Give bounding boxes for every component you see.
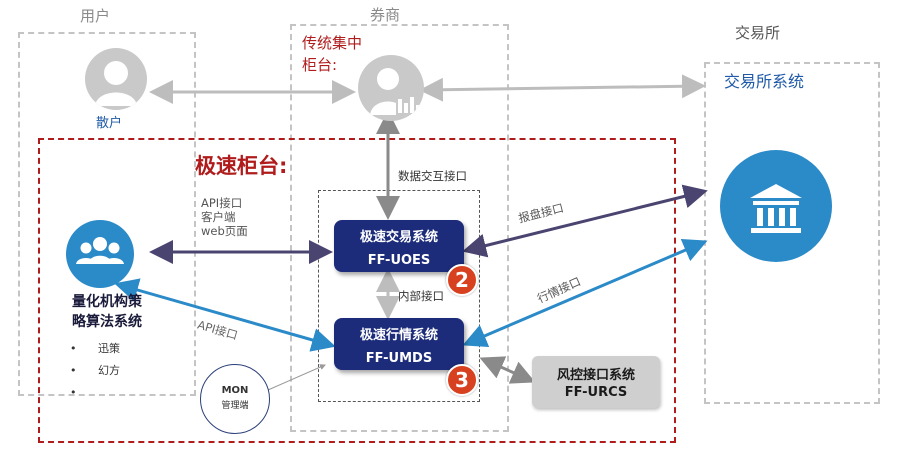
umds-badge: 3 <box>446 364 478 396</box>
quant-item: •幻方 <box>70 364 120 377</box>
mon-label: MON <box>221 385 249 396</box>
api-client-labels: API接口 客户端 web页面 <box>201 196 248 238</box>
uoes-system-box: 极速交易系统 FF-UOES <box>334 220 464 272</box>
api-label-line1: API接口 <box>201 196 243 210</box>
user-zone-label: 用户 <box>80 7 111 25</box>
quant-label: 量化机构策 略算法系统 <box>72 292 142 332</box>
quant-items: •迅策 •幻方 • <box>70 338 120 404</box>
speed-counter-title: 极速柜台: <box>195 154 288 178</box>
user-zone <box>18 32 196 396</box>
urcs-cn-label: 风控接口系统 <box>556 368 635 383</box>
quant-item: • <box>70 386 77 399</box>
mon-management-node: MON 管理端 <box>200 364 270 434</box>
exchange-zone-label: 交易所 <box>735 24 781 42</box>
exchange-system-label: 交易所系统 <box>724 72 805 91</box>
urcs-en-label: FF-URCS <box>564 385 628 400</box>
mon-arrow <box>267 364 326 391</box>
uoes-cn-label: 极速交易系统 <box>359 230 438 245</box>
traditional-counter-line1: 传统集中 <box>302 34 363 52</box>
report-interface-arrow <box>462 184 708 258</box>
uoes-badge: 2 <box>446 264 478 296</box>
broker-exchange-arrow <box>419 74 706 102</box>
person-icon <box>85 48 147 110</box>
umds-en-label: FF-UMDS <box>365 351 433 366</box>
retail-label: 散户 <box>96 116 123 131</box>
quant-label-line2: 略算法系统 <box>72 314 142 330</box>
quant-label-line1: 量化机构策 <box>72 294 142 310</box>
traditional-counter-label: 传统集中 柜台: <box>302 32 362 76</box>
internal-interface-label: 内部接口 <box>398 289 444 303</box>
bank-icon <box>720 150 832 262</box>
broker-zone-label: 券商 <box>370 6 401 24</box>
data-interface-label: 数据交互接口 <box>398 169 467 183</box>
traditional-counter-line2: 柜台: <box>302 56 338 74</box>
umds-system-box: 极速行情系统 FF-UMDS <box>334 318 464 370</box>
mon-sub-label: 管理端 <box>221 401 249 411</box>
person-chart-icon <box>358 55 424 121</box>
group-icon <box>66 220 134 288</box>
api-label-line3: web页面 <box>201 224 248 238</box>
api-quote-arrow <box>114 278 336 352</box>
quote-interface-arrow <box>462 239 708 347</box>
urcs-arrow <box>479 356 536 384</box>
urcs-system-box: 风控接口系统 FF-URCS <box>532 356 660 408</box>
quant-item: •迅策 <box>70 342 120 355</box>
uoes-en-label: FF-UOES <box>367 253 431 268</box>
api-label-line2: 客户端 <box>201 210 236 224</box>
umds-cn-label: 极速行情系统 <box>359 328 438 343</box>
